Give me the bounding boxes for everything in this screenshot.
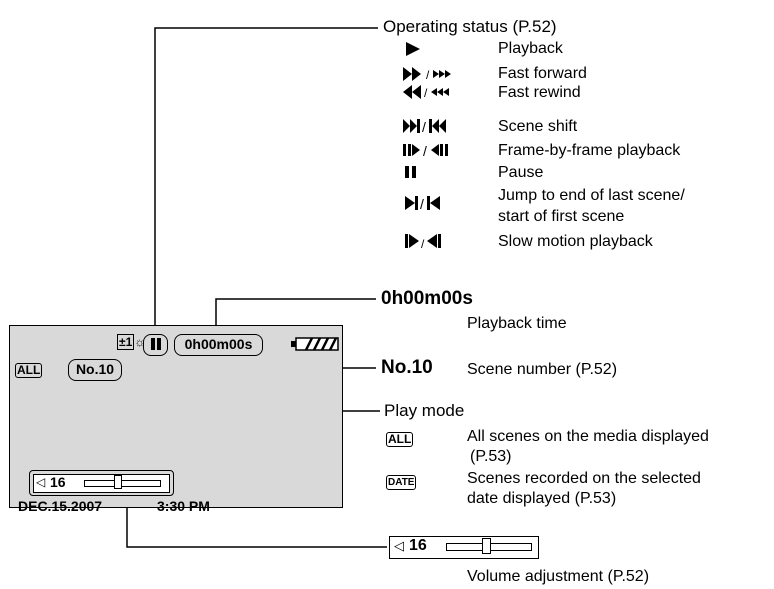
screen-volume-box: ◁ 16	[29, 470, 174, 496]
svg-text:/: /	[426, 68, 430, 81]
svg-text:/: /	[423, 143, 427, 158]
status-label-jump-2: start of first scene	[498, 208, 625, 225]
volume-label: Volume adjustment (P.52)	[467, 568, 650, 585]
play-icon	[406, 42, 420, 56]
status-label-fast-rewind: Fast rewind	[498, 84, 581, 101]
slow-motion-icon: /	[405, 234, 441, 249]
screen-mode-badge: ALL	[15, 363, 43, 378]
speaker-icon: ◁	[36, 475, 46, 489]
connector-volume	[126, 496, 387, 548]
screen-volume-value: 16	[50, 474, 66, 490]
volume-knob	[114, 475, 122, 489]
volume-track	[84, 480, 161, 487]
battery-icon	[291, 337, 339, 351]
jump-icon: /	[405, 196, 440, 211]
scene-shift-icon: /	[403, 119, 446, 134]
volume-legend-value: 16	[409, 537, 427, 554]
svg-text:/: /	[420, 196, 424, 211]
scene-value: No.10	[381, 357, 433, 378]
time-label: Playback time	[467, 315, 567, 332]
screen-pause-icon	[143, 334, 168, 356]
scene-label: Scene number (P.52)	[467, 361, 618, 378]
connector-status	[154, 27, 378, 343]
time-value: 0h00m00s	[381, 288, 473, 309]
all-mode-badge: ALL	[386, 432, 414, 447]
all-mode-label: All scenes on the media displayed	[467, 428, 709, 445]
fast-rewind-icon: /	[403, 85, 449, 99]
screen-clock: 3:30 PM	[157, 498, 210, 514]
status-heading: Operating status (P.52)	[383, 17, 557, 36]
svg-text:/: /	[424, 86, 428, 99]
status-label-playback: Playback	[498, 40, 563, 57]
status-label-jump: Jump to end of last scene/	[498, 187, 685, 204]
brightness-icon: ±1☼	[117, 334, 146, 350]
play-mode-heading: Play mode	[384, 401, 465, 420]
date-mode-badge: DATE	[386, 475, 417, 490]
volume-speaker-icon: ◁	[394, 538, 404, 553]
date-mode-label: Scenes recorded on the selected	[467, 470, 701, 487]
status-label-slow: Slow motion playback	[498, 233, 653, 250]
svg-text:/: /	[422, 119, 426, 134]
screen-scene: No.10	[68, 359, 122, 381]
volume-legend-box: ◁ 16	[389, 536, 539, 559]
volume-legend-knob	[482, 538, 491, 554]
screen-time: 0h00m00s	[174, 334, 263, 356]
status-label-fast-forward: Fast forward	[498, 65, 587, 82]
all-mode-ref: (P.53)	[470, 448, 512, 465]
screen-date: DEC.15.2007	[18, 498, 103, 514]
svg-text:/: /	[421, 237, 425, 249]
status-label-pause: Pause	[498, 164, 544, 181]
pause-icon	[405, 166, 416, 178]
date-mode-label-2: date displayed (P.53)	[467, 490, 617, 507]
fast-forward-icon: /	[403, 67, 451, 81]
frame-by-frame-icon: /	[403, 143, 448, 158]
status-label-frame: Frame-by-frame playback	[498, 142, 681, 159]
status-label-scene-shift: Scene shift	[498, 118, 578, 135]
